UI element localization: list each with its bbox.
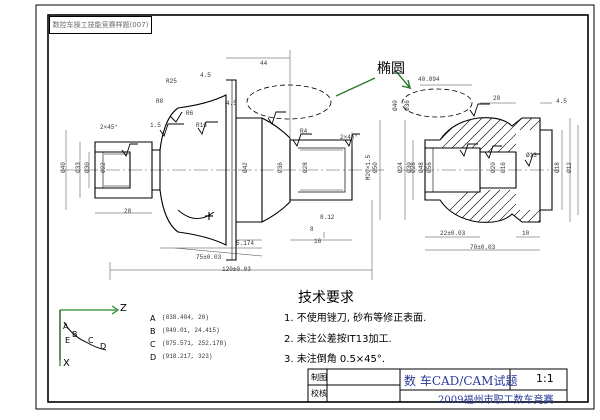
dim-label: 75±0.03 xyxy=(196,254,222,261)
dim-label: 4.5 xyxy=(200,72,211,79)
legend-id-b: B xyxy=(150,327,156,336)
dim-label: Ø16 xyxy=(499,162,507,173)
dim-label: 2×45° xyxy=(340,134,359,141)
dim-label: 28 xyxy=(493,95,501,102)
title-block-drawing-name: 数 车CAD/CAM试题 xyxy=(404,374,518,388)
tech-requirements-title: 技术要求 xyxy=(298,290,354,306)
left-part-view xyxy=(62,79,385,261)
dim-label: Ø48 xyxy=(417,162,425,173)
roughness-symbols-left xyxy=(121,111,360,158)
dim-label: Ø28 xyxy=(409,162,417,173)
title-block-organization: 2009福州市职工数车竞赛 xyxy=(438,395,554,406)
legend-coords-d: (918.217, 323) xyxy=(162,353,213,360)
axis-x-label: X xyxy=(63,358,70,369)
dim-label: Ø18 xyxy=(553,162,561,173)
dim-label: Ø56 xyxy=(425,162,433,173)
coordinate-sketch xyxy=(59,305,120,366)
dim-label: 4.5 xyxy=(556,98,567,105)
point-label-c: C xyxy=(88,336,94,345)
dim-label: Ø40 xyxy=(59,162,67,173)
tech-requirement-item: 3. 未注倒角 0.5×45°. xyxy=(284,354,386,365)
dim-label: 28 xyxy=(124,208,132,215)
dim-label: 10 xyxy=(522,230,530,237)
dim-label: Ø30 xyxy=(83,162,91,173)
dim-label: 22±0.03 xyxy=(440,230,466,237)
legend-id-d: D xyxy=(150,353,157,362)
dim-label: Ø28 xyxy=(301,162,309,173)
dim-label: 40.894 xyxy=(418,76,440,83)
corner-title-box: 数控车操工技能竞赛样题(007) xyxy=(49,16,152,34)
dim-label: R6 xyxy=(186,110,194,117)
dim-label: R8 xyxy=(156,98,164,105)
dim-label: 16 xyxy=(314,238,322,245)
title-block-drawn-by-label: 制图 xyxy=(311,373,327,382)
dim-label: Ø22 xyxy=(99,162,107,173)
dim-label: 4.5 xyxy=(226,100,237,107)
dim-label: 120±0.03 xyxy=(222,266,251,273)
dim-label: 70±0.03 xyxy=(470,244,496,251)
dim-label: R4 xyxy=(300,128,308,135)
point-label-b: B xyxy=(72,330,78,339)
dim-label: 5.174 xyxy=(236,240,255,247)
tech-requirement-item: 2. 未注公差按IT13加工. xyxy=(284,334,392,345)
tech-requirement-item: 1. 不使用锉刀, 砂布等修正表面. xyxy=(284,313,427,324)
dim-label: R25 xyxy=(166,78,177,85)
axis-z-label: Z xyxy=(120,303,127,314)
point-label-a: A xyxy=(63,322,69,331)
point-label-e: E xyxy=(65,336,71,345)
title-block-checked-by-label: 校核 xyxy=(311,389,327,398)
dim-label: 2×45° xyxy=(100,124,119,131)
left-view-dimensions xyxy=(65,50,381,280)
dim-label: Ø50 xyxy=(371,162,379,173)
dim-label: Ø33 xyxy=(74,162,82,173)
legend-id-a: A xyxy=(150,314,156,323)
dim-label: Ø12 xyxy=(565,162,573,173)
legend-coords-b: (849.01, 24.415) xyxy=(162,327,220,334)
ellipse-leaders xyxy=(335,69,412,97)
dim-label: 1.5 xyxy=(150,122,161,129)
dim-label: 8 xyxy=(310,226,314,233)
dim-label: 44 xyxy=(260,60,268,67)
dim-label: Ø20 xyxy=(489,162,497,173)
right-part-view xyxy=(398,88,560,223)
dim-label: Ø13 xyxy=(526,152,537,159)
title-block xyxy=(307,368,568,403)
dim-label: Ø36 xyxy=(403,100,411,111)
title-block-scale: 1:1 xyxy=(536,372,554,385)
dim-label: R16 xyxy=(196,122,207,129)
dim-label: Ø24 xyxy=(396,162,404,173)
legend-id-c: C xyxy=(150,340,156,349)
point-label-d: D xyxy=(100,342,107,351)
legend-coords-a: (838.404, 20) xyxy=(162,314,209,321)
dim-label: Ø42 xyxy=(241,162,249,173)
legend-coords-c: (875.571, 252.178) xyxy=(162,340,227,347)
dim-label: 8.12 xyxy=(320,214,335,221)
roughness-symbols-right xyxy=(459,103,540,168)
dim-label: Ø40 xyxy=(391,100,399,111)
right-view-dimensions xyxy=(404,84,579,251)
dim-label: Ø36 xyxy=(276,162,284,173)
sheet-outer-frame xyxy=(35,4,595,410)
ellipse-label: 椭圆 xyxy=(377,61,405,77)
